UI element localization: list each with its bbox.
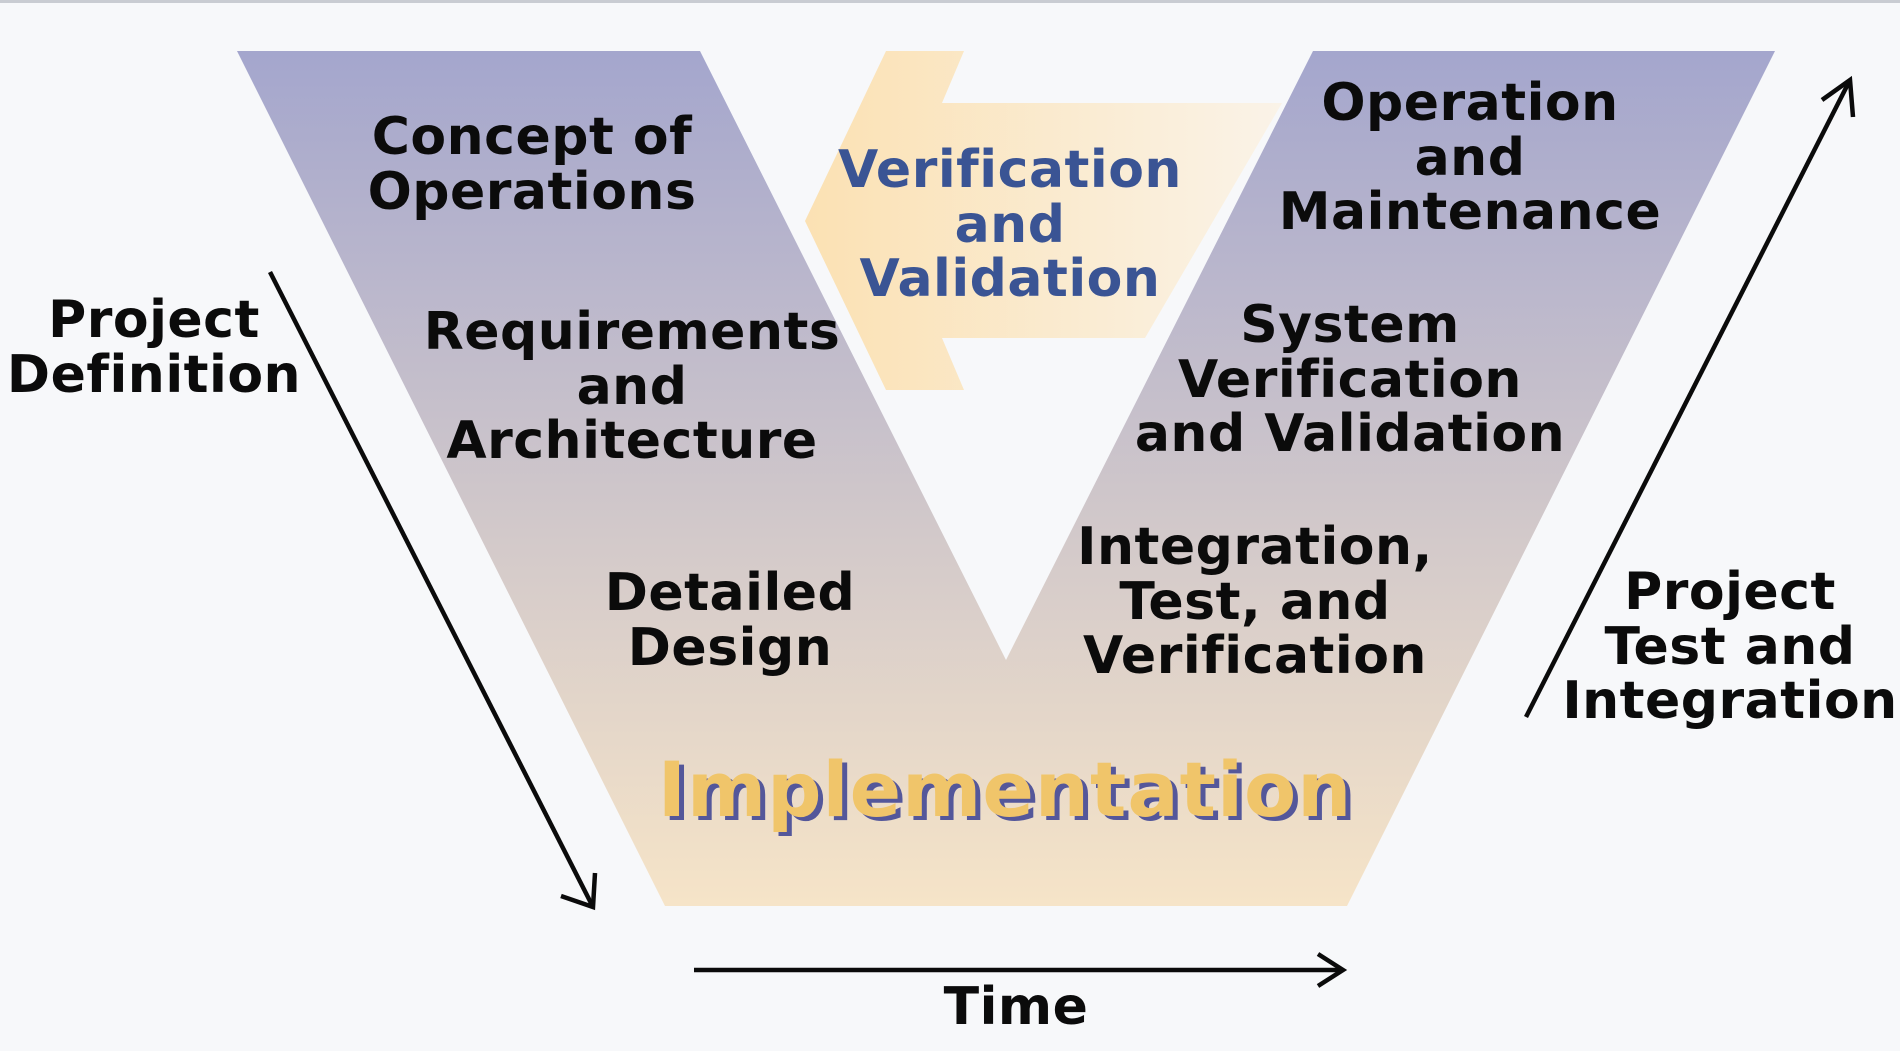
concept-of-operations-label: Concept of Operations (367, 107, 697, 222)
time-label: Time (943, 977, 1089, 1037)
system-verification-validation-label: System Verification and Validation (1134, 295, 1566, 465)
project-definition-label: Project Definition (6, 290, 302, 405)
verification-validation-label: Verification and Validation (838, 140, 1182, 310)
v-shape (237, 51, 1775, 906)
integration-test-verification-label: Integration, Test, and Verification (1077, 517, 1433, 687)
detailed-design-label: Detailed Design (604, 563, 856, 678)
operation-maintenance-label: Operation and Maintenance (1278, 73, 1662, 243)
top-border (0, 0, 1900, 3)
project-test-integration-label: Project Test and Integration (1562, 562, 1898, 732)
project-definition-arrow (267, 270, 598, 911)
requirements-architecture-label: Requirements and Architecture (423, 302, 841, 472)
implementation-label: Implementation (657, 745, 1353, 834)
verification-validation-arrow (805, 51, 1282, 390)
time-arrow (694, 952, 1348, 988)
project-test-integration-arrow (1523, 75, 1856, 719)
